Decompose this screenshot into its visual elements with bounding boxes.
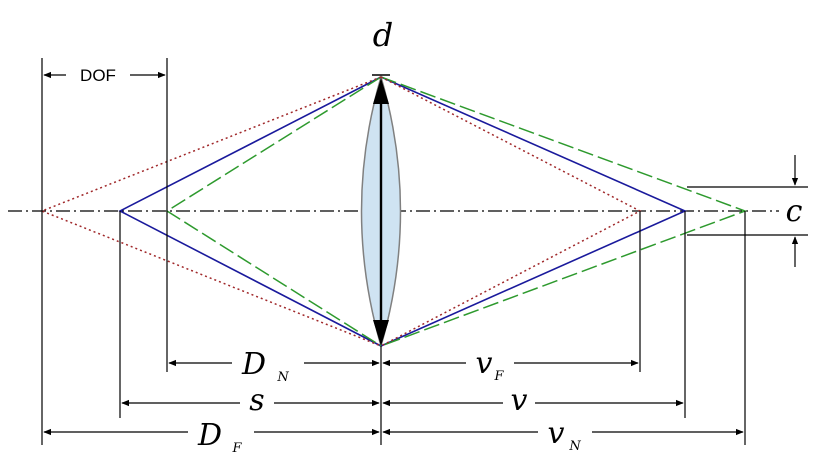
near-distance-label: D — [241, 347, 266, 382]
far-distance-label: D — [197, 418, 222, 453]
aperture-arrowhead-bottom — [373, 320, 389, 346]
extension-lines — [41, 58, 746, 445]
coc-label: c — [786, 194, 803, 229]
subject-distance-label: s — [249, 383, 264, 418]
near-distance-label-bg — [232, 340, 304, 380]
coc-lines — [687, 155, 808, 267]
image-far-label-bg — [466, 343, 514, 381]
image-near-label-bg — [538, 414, 592, 454]
dof-label: DOF — [80, 66, 116, 85]
image-distance-label: v — [511, 383, 528, 418]
dof-label-bg — [66, 63, 130, 85]
aperture-arrowhead-top — [373, 78, 389, 104]
image-far-subscript: F — [493, 369, 504, 384]
image-near-label: v — [548, 416, 565, 451]
far-distance-subscript: F — [231, 441, 242, 455]
far-distance-label-bg — [188, 414, 254, 455]
image-near-subscript: N — [568, 439, 581, 454]
subject-distance-label-bg — [240, 385, 274, 419]
image-far-label: v — [476, 346, 493, 381]
image-distance-label-bg — [503, 385, 535, 419]
near-distance-subscript: N — [276, 370, 289, 385]
aperture-label: d — [373, 16, 393, 54]
